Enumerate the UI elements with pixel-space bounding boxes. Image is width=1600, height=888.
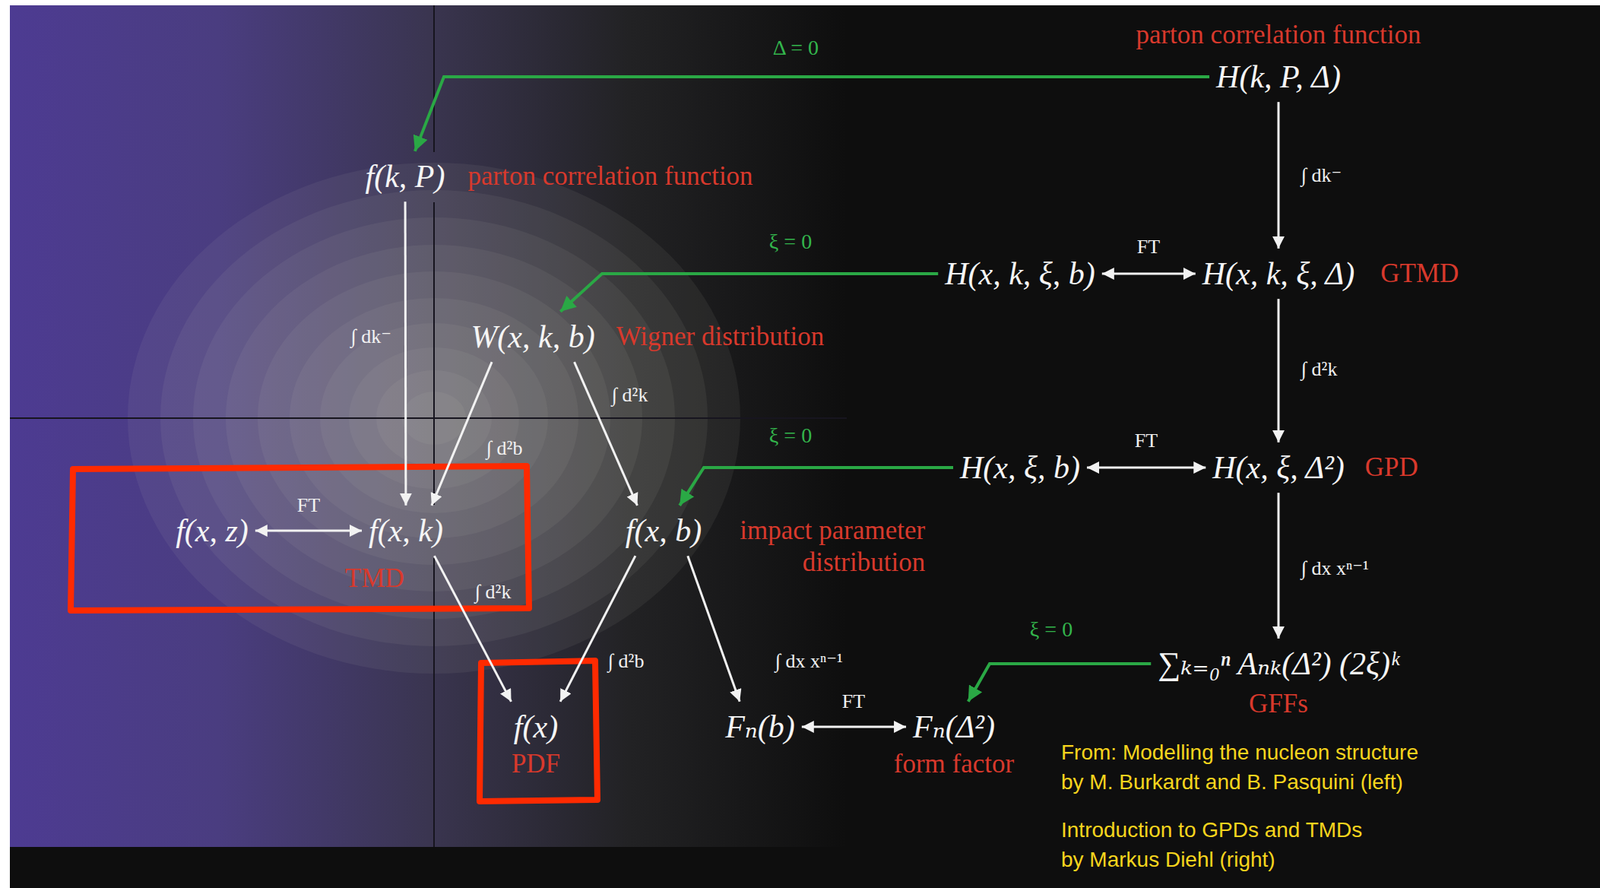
formula-text: f(x): [513, 708, 558, 745]
edge-label: FT: [297, 494, 320, 517]
source-note: From: Modelling the nucleon structure: [1061, 740, 1419, 765]
arrow-connector: [679, 467, 954, 506]
formula-text: H(x, k, ξ, b): [944, 255, 1096, 292]
formula-text: f(k, P): [365, 158, 446, 195]
formula-node: H(x, ξ, b): [960, 449, 1081, 486]
formula-text: f(x, z): [175, 512, 249, 549]
node-label: form factor: [893, 747, 1014, 780]
arrow-connector: [574, 361, 638, 506]
edge-label: ξ = 0: [1029, 617, 1073, 642]
node-label: parton correlation function: [1135, 19, 1421, 51]
node-label: TMD: [345, 562, 405, 595]
arrow-connector: [560, 555, 636, 702]
formula-text: Fₙ(b): [725, 708, 796, 745]
formula-node: Fₙ(b): [725, 708, 796, 745]
node-label: GTMD: [1380, 257, 1459, 290]
arrow-connector: [1277, 492, 1280, 639]
edge-label: ∫ d²k: [475, 581, 511, 604]
formula-text: H(x, ξ, Δ²): [1212, 449, 1344, 486]
edge-label: ∫ d²b: [486, 437, 523, 460]
edge-label: FT: [1134, 430, 1158, 453]
edge-label: ∫ d²k: [1301, 358, 1338, 381]
node-label: PDF: [511, 747, 561, 780]
arrow-connector: [1277, 101, 1280, 249]
formula-text: H(x, ξ, b): [960, 449, 1081, 486]
arrow-connector: [1277, 298, 1280, 443]
arrow-connector: [1102, 272, 1196, 276]
edge-label: FT: [842, 690, 865, 713]
axis-line: [433, 557, 435, 847]
formula-node: Fₙ(Δ²)form factor: [912, 708, 995, 745]
axis-line: [433, 5, 435, 153]
formula-node: W(x, k, b)Wigner distribution: [470, 318, 595, 355]
edge-label: ∫ dk⁻: [1301, 164, 1342, 187]
formula-node: f(x, k)TMD: [368, 512, 444, 549]
edge-label: Δ = 0: [773, 36, 819, 61]
formula-text: f(x, b): [625, 512, 702, 549]
formula-text: H(x, k, ξ, Δ): [1202, 255, 1355, 292]
node-label: GFFs: [1248, 687, 1309, 720]
highlight-box: [70, 465, 530, 611]
formula-node: f(x)PDF: [513, 708, 558, 745]
axis-line: [433, 202, 435, 505]
formula-text: f(x, k): [368, 512, 444, 549]
formula-node: f(x, b)impact parameter distribution: [625, 512, 702, 549]
formula-node: H(x, ξ, Δ²)GPD: [1212, 449, 1344, 486]
source-note: Introduction to GPDs and TMDs: [1061, 817, 1363, 843]
edge-label: ∫ d²b: [608, 650, 644, 673]
formula-text: W(x, k, b): [470, 318, 595, 355]
edge-label: ∫ dk⁻: [351, 326, 392, 349]
source-note: by Markus Diehl (right): [1061, 847, 1276, 872]
dark-panel: [9, 5, 1600, 888]
edge-label: FT: [1137, 236, 1160, 259]
node-label: parton correlation function: [467, 160, 753, 193]
edge-label: ∫ d²k: [611, 384, 648, 407]
node-label: impact parameter distribution: [719, 514, 926, 579]
arrow-connector: [1086, 466, 1206, 469]
edge-label: ∫ dx xⁿ⁻¹: [1301, 557, 1369, 580]
gradient-panel: [9, 5, 847, 847]
edge-label: ξ = 0: [769, 424, 812, 448]
formula-node: H(x, k, ξ, b): [944, 255, 1096, 292]
formula-node: ∑ₖ₌₀ⁿ Aₙₖ(Δ²) (2ξ)ᵏGFFs: [1157, 645, 1399, 682]
formula-node: f(k, P)parton correlation function: [365, 158, 446, 195]
arrow-connector: [560, 273, 938, 312]
arrow-connector: [801, 725, 907, 729]
edge-label: ξ = 0: [769, 230, 812, 254]
arrow-connector: [255, 529, 362, 533]
node-label: Wigner distribution: [616, 320, 825, 353]
formula-node: f(x, z): [175, 512, 249, 549]
arrow-connector: [415, 76, 1210, 152]
arrow-connector: [687, 555, 740, 702]
arrow-connector: [968, 663, 1151, 702]
formula-node: H(x, k, ξ, Δ)GTMD: [1202, 255, 1355, 292]
source-note: by M. Burkardt and B. Pasquini (left): [1061, 769, 1404, 795]
formula-text: ∑ₖ₌₀ⁿ Aₙₖ(Δ²) (2ξ)ᵏ: [1157, 645, 1399, 682]
arrow-connector: [434, 555, 511, 702]
formula-text: Fₙ(Δ²): [912, 708, 995, 745]
node-label: GPD: [1365, 451, 1419, 484]
formula-node: parton correlation functionH(k, P, Δ): [1216, 58, 1341, 96]
formula-text: H(k, P, Δ): [1216, 58, 1341, 96]
axis-line: [9, 417, 847, 419]
highlight-box: [479, 660, 598, 802]
arrow-connector: [431, 361, 492, 506]
edge-label: ∫ dx xⁿ⁻¹: [775, 650, 843, 673]
arrow-connector: [404, 201, 408, 506]
axes: [9, 5, 847, 847]
